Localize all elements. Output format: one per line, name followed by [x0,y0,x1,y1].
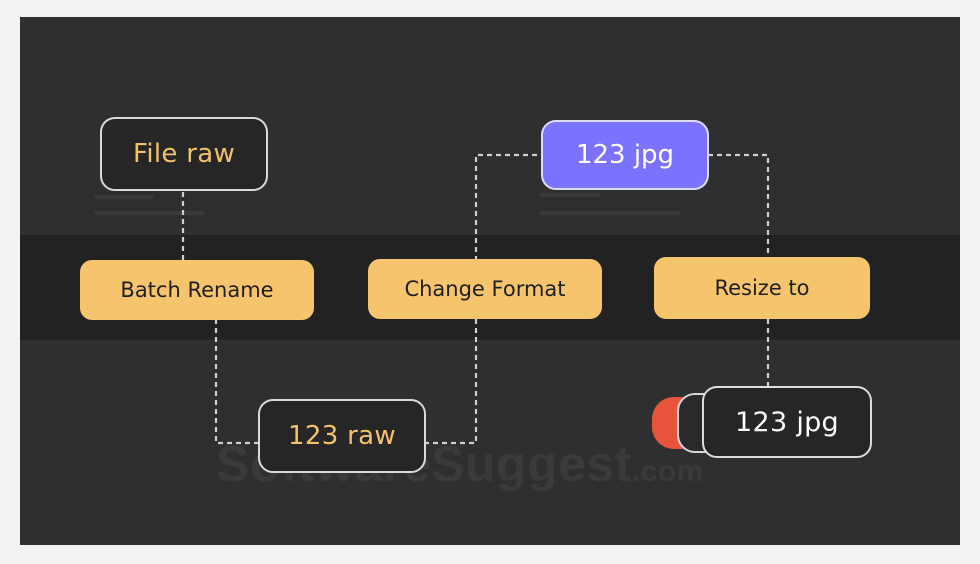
connector-rename-to-raw [214,319,260,445]
connector-jpg-to-resize [708,153,770,259]
batch-rename-step: Batch Rename [80,260,314,320]
jpg-output-node: 123 jpg [702,386,872,458]
ghost-line [94,211,204,215]
resize-to-step: Resize to [654,257,870,319]
ghost-line [540,193,600,197]
change-format-step: Change Format [368,259,602,319]
ghost-line [540,211,680,215]
ghost-line [94,195,154,199]
raw-file-node: 123 raw [258,399,426,473]
watermark-domain: .com [631,455,704,488]
connector-format-to-jpg [474,153,542,261]
jpg-converted-node: 123 jpg [541,120,709,190]
file-raw-node: File raw [100,117,268,191]
connector-raw-to-format [424,319,478,445]
workflow-diagram: SoftwareSuggest.com File raw 123 jpg Bat… [20,17,960,545]
connector-lines [181,153,770,445]
